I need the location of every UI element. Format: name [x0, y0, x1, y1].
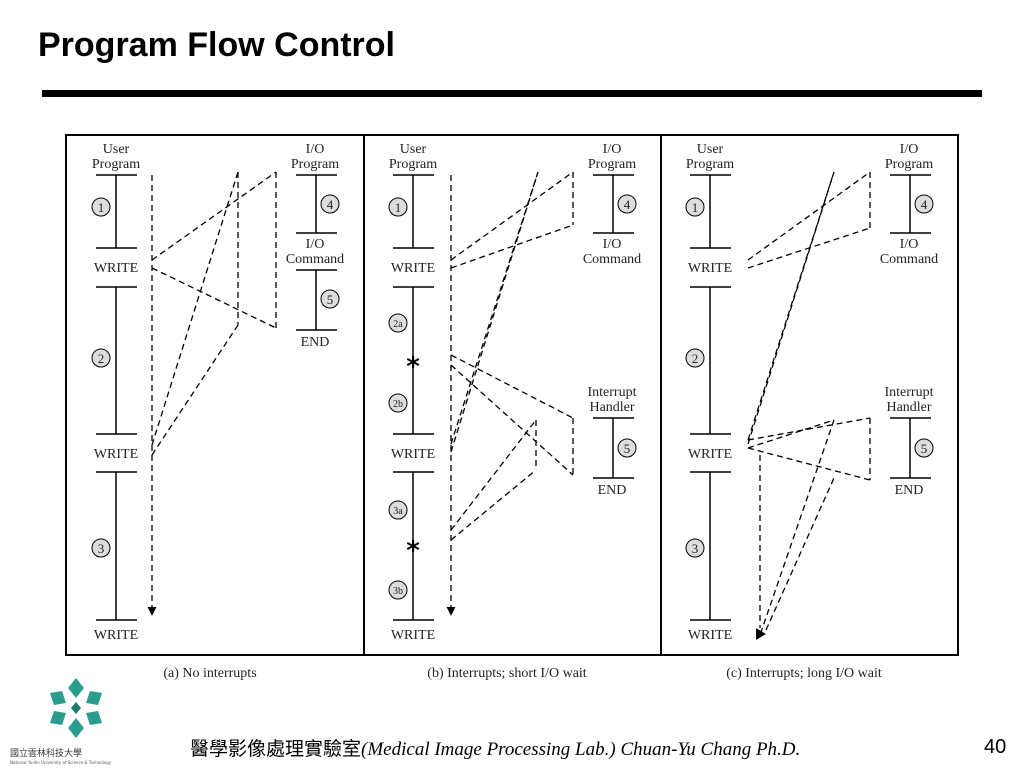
diagram-frame — [65, 134, 959, 656]
write-label: WRITE — [94, 261, 138, 276]
io-program-label: Program — [885, 157, 933, 172]
step-number: 2a — [393, 319, 403, 330]
io-command-label: I/O — [306, 237, 325, 252]
step-number: 3 — [692, 541, 699, 556]
interrupt-handler-label: Interrupt — [885, 385, 934, 400]
write-label: WRITE — [688, 447, 732, 462]
step-circle — [914, 438, 934, 458]
io-program-label: I/O — [306, 142, 325, 157]
step-number: 1 — [692, 200, 699, 215]
write-label: WRITE — [391, 261, 435, 276]
step-number: 3b — [393, 586, 403, 597]
step-circle — [388, 197, 408, 217]
io-command-label: I/O — [603, 237, 622, 252]
step-number: 2 — [98, 351, 105, 366]
step-circle — [320, 289, 340, 309]
university-name: 國立雲林科技大學 — [10, 749, 83, 759]
user-program-label: Program — [686, 157, 734, 172]
step-number: 1 — [98, 200, 105, 215]
page-number: 40 — [984, 736, 1007, 758]
step-circle — [685, 538, 705, 558]
university-name-english: National Yunlin University of Science & … — [10, 760, 112, 765]
step-circle — [91, 348, 111, 368]
step-number: 4 — [624, 197, 631, 212]
execution-flow-dashed — [446, 171, 574, 616]
panel-b: User Program I/O Program WRITE WRITE WRI… — [388, 142, 641, 681]
panel-caption: (a) No interrupts — [163, 666, 256, 681]
user-program-label: User — [400, 142, 427, 157]
step-number: 5 — [327, 292, 334, 307]
user-program-label: User — [697, 142, 724, 157]
user-program-label: User — [103, 142, 130, 157]
write-label: WRITE — [94, 628, 138, 643]
write-label: WRITE — [688, 261, 732, 276]
write-label: WRITE — [94, 447, 138, 462]
step-circle — [388, 580, 408, 600]
write-label: WRITE — [391, 628, 435, 643]
step-number: 4 — [327, 197, 334, 212]
panel-caption: (c) Interrupts; long I/O wait — [726, 666, 882, 681]
io-program-label: I/O — [900, 142, 919, 157]
io-command-label: I/O — [900, 237, 919, 252]
step-circle — [617, 194, 637, 214]
university-logo — [50, 678, 102, 738]
interrupt-handler-label: Handler — [589, 400, 634, 415]
write-label: WRITE — [688, 628, 732, 643]
step-number: 4 — [921, 197, 928, 212]
interrupt-handler-label: Interrupt — [588, 385, 637, 400]
step-circle — [685, 197, 705, 217]
step-number: 3a — [393, 506, 403, 517]
step-circle — [388, 393, 408, 413]
io-program-label: I/O — [603, 142, 622, 157]
arrow-head — [756, 628, 766, 640]
io-command-label: Command — [286, 252, 344, 267]
title-underline — [42, 90, 982, 97]
step-number: 5 — [921, 441, 928, 456]
step-circle — [914, 194, 934, 214]
panel-caption: (b) Interrupts; short I/O wait — [427, 666, 587, 681]
step-number: 2b — [393, 399, 403, 410]
footer-credit: 醫學影像處理實驗室(Medical Image Processing Lab.)… — [190, 734, 800, 761]
execution-flow-dashed — [747, 171, 871, 636]
step-number: 5 — [624, 441, 631, 456]
panel-a: User Program I/O Program WRITE WRITE WRI… — [91, 142, 344, 681]
step-number: 2 — [692, 351, 699, 366]
lab-name-english: (Medical Image Processing Lab.) Chuan-Yu… — [361, 739, 801, 760]
write-label: WRITE — [391, 447, 435, 462]
step-circle — [91, 538, 111, 558]
step-number: 1 — [395, 200, 402, 215]
slide-title: Program Flow Control — [38, 26, 395, 64]
step-circle — [617, 438, 637, 458]
user-program-label: Program — [389, 157, 437, 172]
step-circle — [388, 500, 408, 520]
io-command-label: Command — [880, 252, 938, 267]
end-label: END — [895, 483, 924, 498]
io-program-label: Program — [291, 157, 339, 172]
interrupt-handler-label: Handler — [886, 400, 931, 415]
lab-name-chinese: 醫學影像處理實驗室 — [190, 739, 362, 760]
step-circle — [320, 194, 340, 214]
io-command-label: Command — [583, 252, 641, 267]
step-circle — [91, 197, 111, 217]
user-program-label: Program — [92, 157, 140, 172]
step-circle — [388, 313, 408, 333]
panel-c: User Program I/O Program WRITE WRITE WRI… — [685, 142, 938, 681]
end-label: END — [301, 335, 330, 350]
interrupt-marker: * — [406, 352, 420, 382]
execution-flow-dashed — [147, 171, 277, 616]
interrupt-marker: * — [406, 536, 420, 566]
step-circle — [685, 348, 705, 368]
end-label: END — [598, 483, 627, 498]
io-program-label: Program — [588, 157, 636, 172]
step-number: 3 — [98, 541, 105, 556]
